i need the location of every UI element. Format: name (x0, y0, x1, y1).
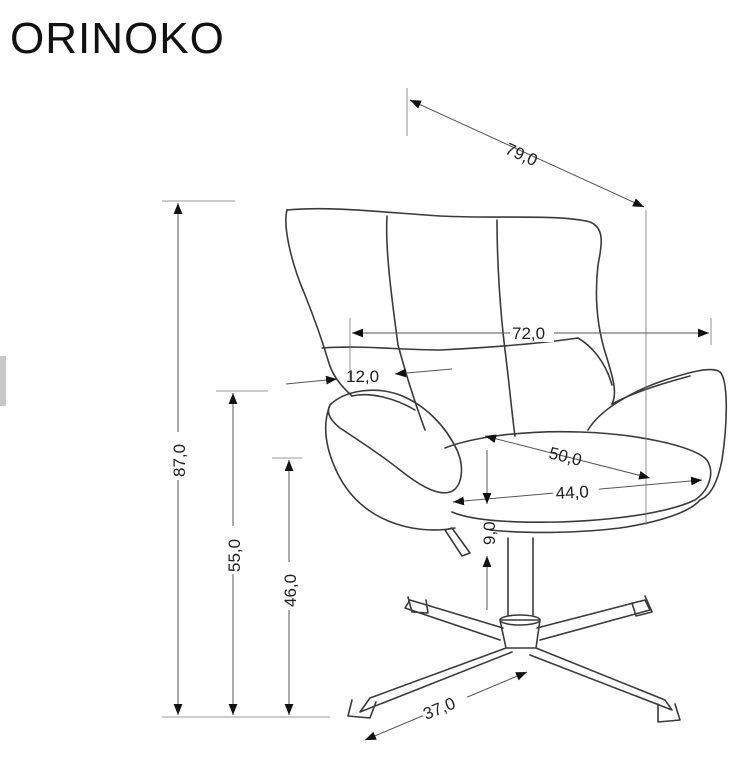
dim-base-leg: 37,0 (364, 671, 528, 741)
chair-base (347, 537, 681, 723)
label-depth-total: 79,0 (502, 139, 540, 170)
dim-seat-thickness: 9,0 (480, 450, 499, 610)
label-seat-width: 44,0 (555, 482, 589, 503)
dim-depth-total: 79,0 (406, 88, 647, 525)
edge-tab (0, 356, 6, 406)
label-armrest-height: 55,0 (225, 539, 244, 572)
label-seat-height: 46,0 (281, 574, 300, 607)
label-base-leg: 37,0 (420, 694, 458, 724)
label-seat-thickness: 9,0 (480, 521, 499, 545)
product-title: ORINOKO (10, 14, 225, 63)
dim-seat-depth: 50,0 (484, 434, 651, 480)
dim-armrest-height: 55,0 (216, 390, 268, 715)
label-seat-depth: 50,0 (547, 443, 584, 469)
dim-height-total: 87,0 (162, 200, 330, 718)
dim-seat-width: 44,0 (452, 476, 703, 506)
label-width-total: 72,0 (512, 324, 545, 343)
dim-seat-height: 46,0 (272, 457, 302, 715)
label-armrest-width: 12,0 (346, 367, 379, 386)
dim-width-total: 72,0 (349, 318, 712, 380)
dim-armrest-width: 12,0 (285, 367, 453, 386)
label-height-total: 87,0 (170, 444, 189, 477)
